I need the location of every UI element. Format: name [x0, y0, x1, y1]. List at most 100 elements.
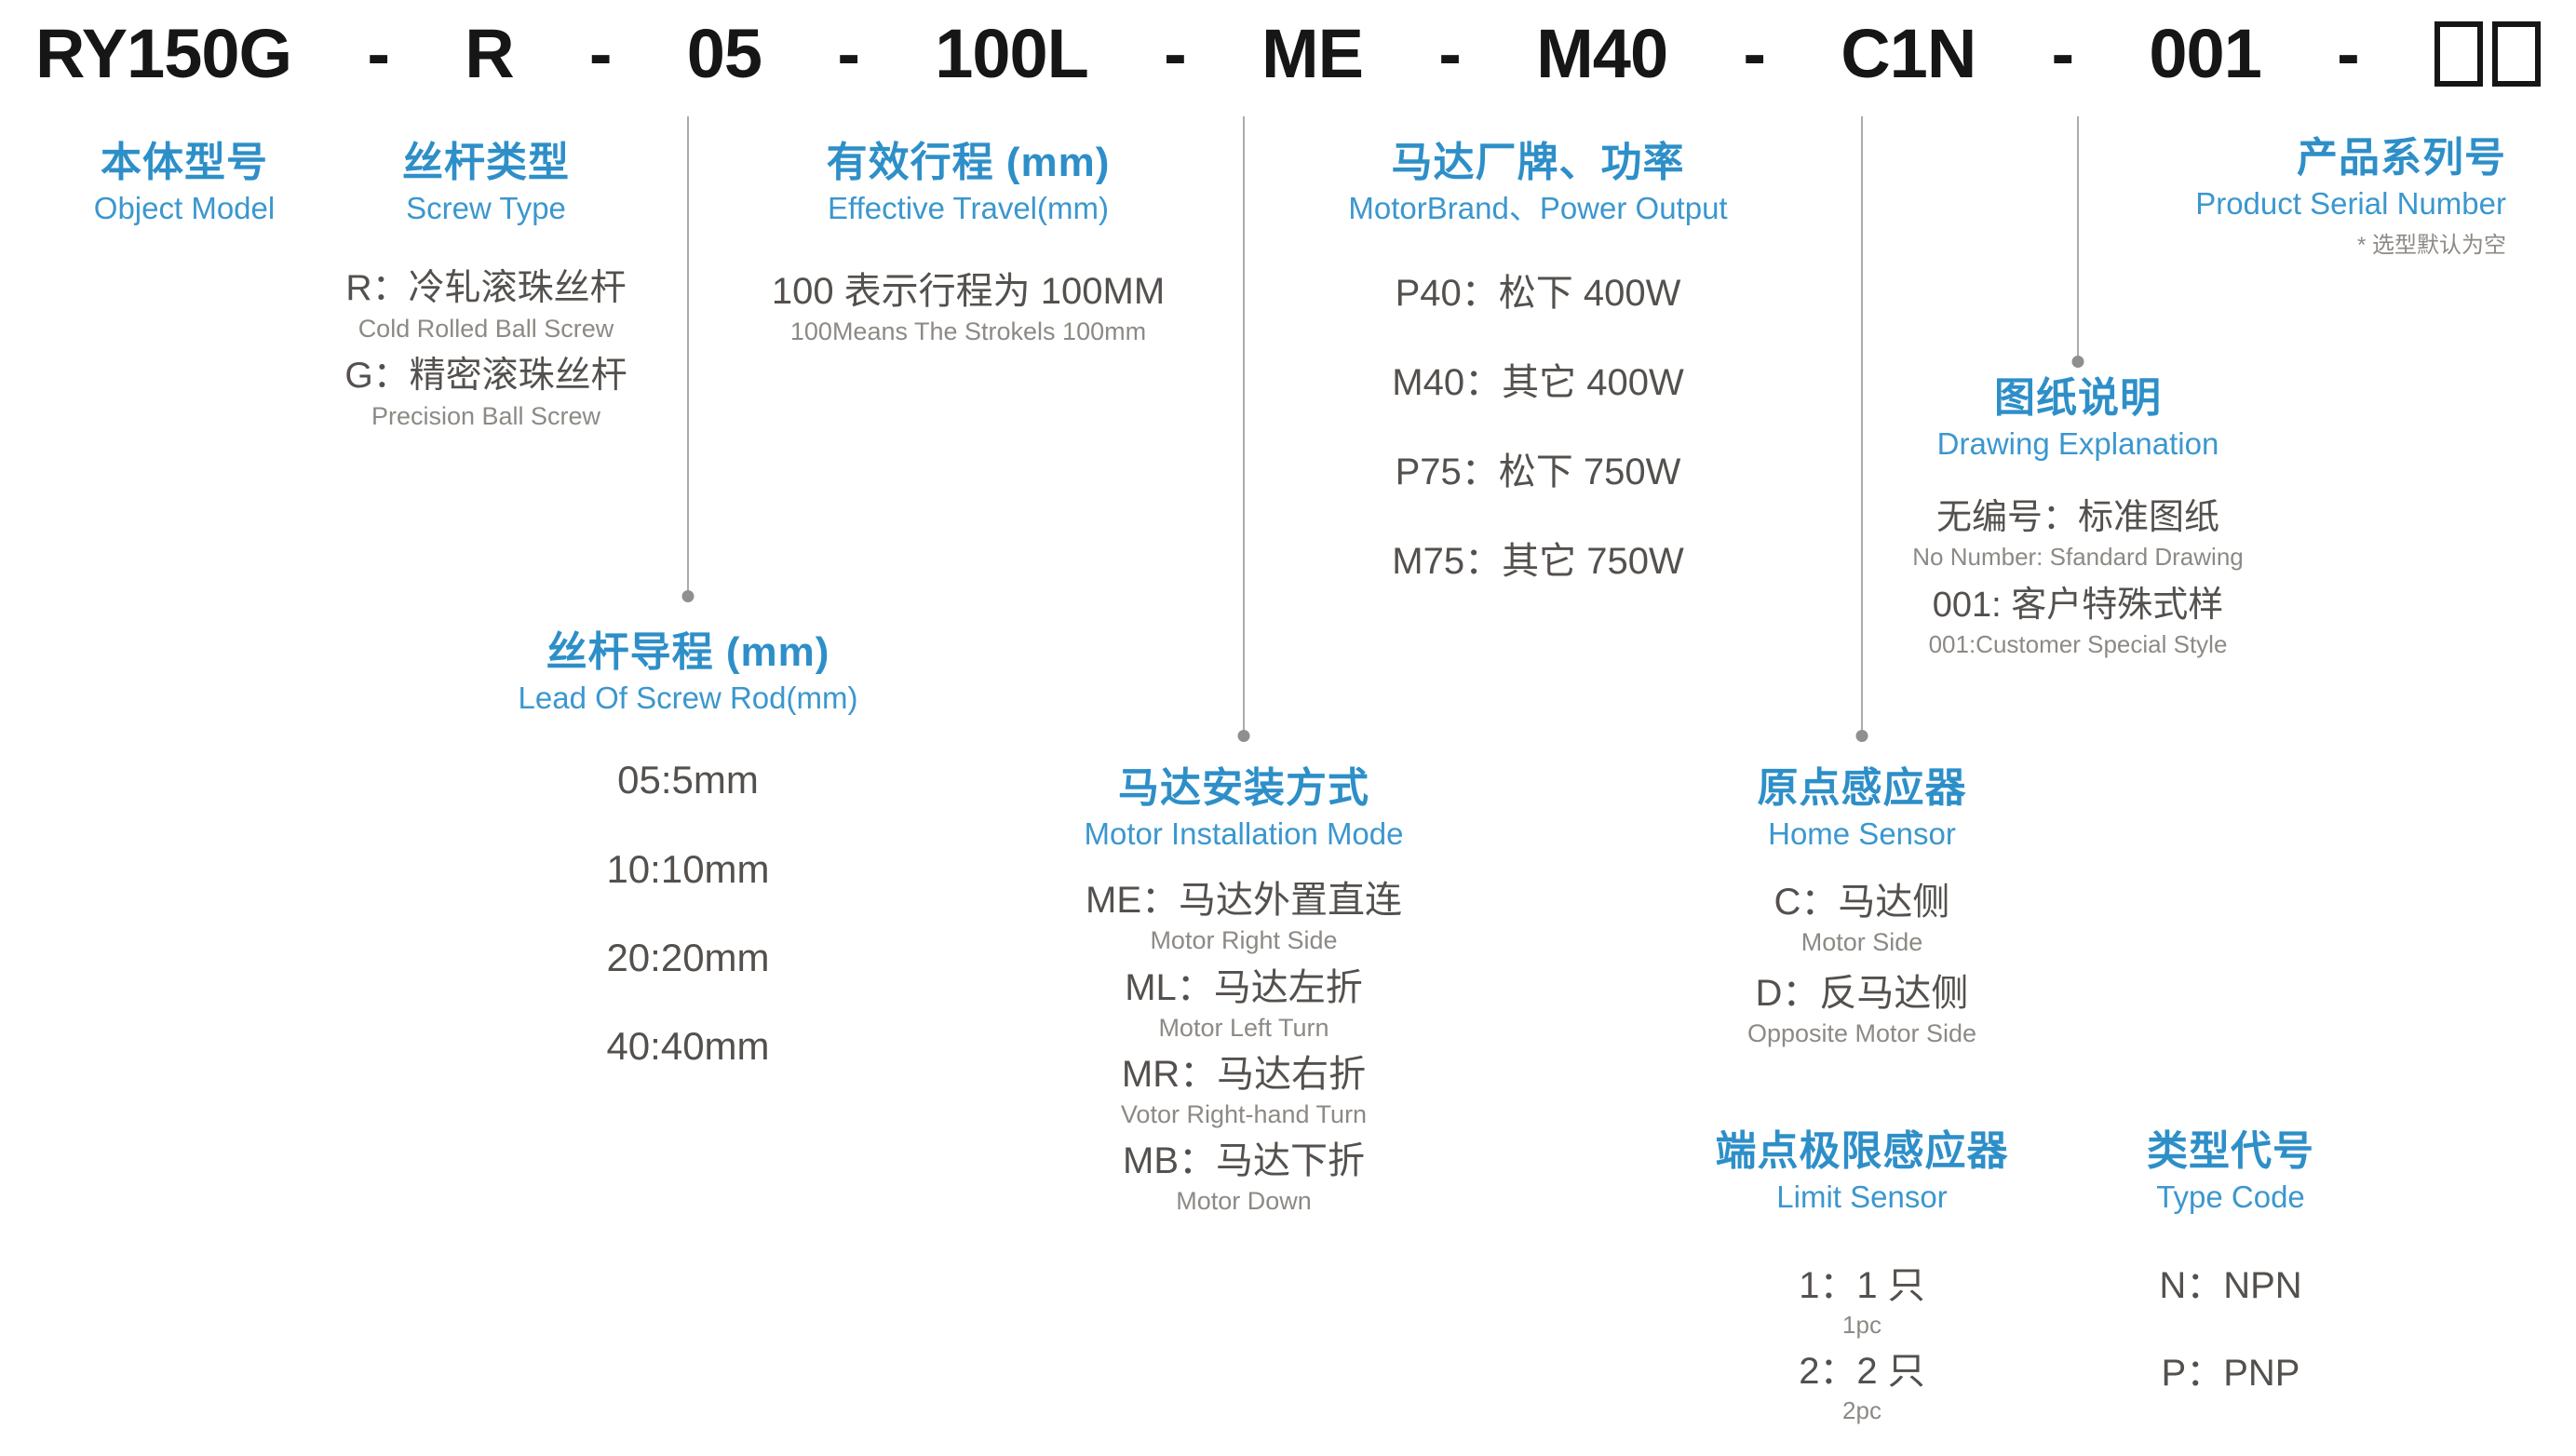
connector-line-drawing	[2077, 116, 2079, 357]
option-list: 05:5mm 10:10mm 20:20mm 40:40mm	[519, 757, 858, 1071]
option-list: 100 表示行程为 100MM 100Means The Strokels 10…	[772, 269, 1165, 346]
option-translation: Opposite Motor Side	[1747, 1018, 1977, 1047]
model-code-segment-screw-type: R	[465, 15, 514, 92]
model-code-segment-sensors: C1N	[1841, 15, 1976, 92]
option-translation: 100Means The Strokels 100mm	[789, 317, 1147, 346]
model-code-segment-drawing: 001	[2149, 15, 2261, 92]
section-title-en: Drawing Explanation	[1936, 425, 2219, 461]
section-title-zh: 端点极限感应器	[1715, 1128, 2009, 1174]
section-title-zh: 丝杆导程 (mm)	[546, 629, 830, 675]
default-empty-note: * 选型默认为空	[2356, 233, 2506, 259]
placeholder-box	[2491, 21, 2541, 88]
model-code-separator: -	[367, 15, 390, 92]
option-list: ME：马达外置直连 Motor Right Side ML：马达左折 Motor…	[1084, 878, 1403, 1217]
section-title-en: Limit Sensor	[1776, 1179, 1948, 1214]
option-translation: Cold Rolled Ball Screw	[357, 314, 614, 343]
option-code: N：NPN	[2159, 1265, 2302, 1307]
option-code: G：精密滚珠丝杆	[344, 356, 627, 397]
option-list: R：冷轧滚珠丝杆 Cold Rolled Ball Screw G：精密滚珠丝杆…	[344, 267, 627, 431]
option-translation: 1pc	[1842, 1311, 1881, 1340]
section-type-code: 类型代号 Type Code N：NPN P：PNP	[2147, 1128, 2314, 1395]
option-code: ME：马达外置直连	[1085, 880, 1402, 922]
option-code: 1：1 只	[1799, 1265, 1925, 1307]
section-title-en: Screw Type	[406, 190, 566, 225]
model-code-title: RY150G - R - 05 - 100L - ME - M40 - C1N …	[35, 11, 2541, 98]
option-translation: Motor Side	[1801, 928, 1923, 957]
section-title-zh: 马达安装方式	[1117, 765, 1369, 811]
model-code-separator: -	[837, 15, 860, 92]
model-code-separator: -	[1164, 15, 1187, 92]
option-code: 100 表示行程为 100MM	[771, 271, 1166, 313]
option-code: MR：马达右折	[1121, 1053, 1367, 1095]
option-code: 40:40mm	[606, 1024, 770, 1069]
option-code: 10:10mm	[606, 846, 770, 891]
option-translation: Motor Left Turn	[1158, 1013, 1329, 1042]
section-limit-sensor: 端点极限感应器 Limit Sensor 1：1 只 1pc 2：2 只 2pc	[1716, 1128, 2009, 1426]
section-title-en: Home Sensor	[1768, 816, 1956, 851]
option-code: 001: 客户特殊式样	[1932, 585, 2224, 625]
option-code: C：马达侧	[1774, 882, 1950, 923]
option-code: R：冷轧滚珠丝杆	[345, 268, 627, 309]
section-motor-installation: 马达安装方式 Motor Installation Mode ME：马达外置直连…	[1084, 765, 1403, 1217]
option-code: 无编号：标准图纸	[1935, 498, 2219, 538]
model-code-separator: -	[1743, 15, 1766, 92]
option-list: C：马达侧 Motor Side D：反马达侧 Opposite Motor S…	[1747, 880, 1976, 1048]
section-title-zh: 原点感应器	[1757, 765, 1967, 811]
model-code-segment-travel: 100L	[935, 15, 1089, 92]
model-code-separator: -	[1438, 15, 1462, 92]
option-list: 1：1 只 1pc 2：2 只 2pc	[1716, 1263, 2009, 1425]
option-translation: 2pc	[1842, 1396, 1881, 1425]
section-motor-brand: 马达厂牌、功率 MotorBrand、Power Output P40：松下 4…	[1348, 140, 1727, 628]
section-title-zh: 图纸说明	[1994, 375, 2162, 421]
model-code-separator: -	[2337, 15, 2360, 92]
option-code: 20:20mm	[606, 935, 770, 979]
model-code-segment-lead: 05	[686, 15, 762, 92]
option-translation: Motor Right Side	[1150, 926, 1338, 955]
option-code: P：PNP	[2161, 1353, 2300, 1395]
section-title-en: Lead Of Screw Rod(mm)	[518, 680, 858, 715]
model-code-segment-installation: ME	[1261, 15, 1364, 92]
connector-line-installation	[1243, 116, 1245, 731]
section-title-en: MotorBrand、Power Output	[1348, 190, 1728, 225]
serial-placeholder-boxes	[2434, 21, 2541, 88]
option-code: ML：马达左折	[1125, 966, 1363, 1008]
option-translation: Precision Ball Screw	[371, 402, 601, 431]
option-translation: Votor Right-hand Turn	[1120, 1099, 1368, 1128]
option-code: 2：2 只	[1799, 1351, 1925, 1393]
option-code: P75：松下 750W	[1395, 452, 1681, 493]
option-code: M75：其它 750W	[1392, 541, 1684, 583]
section-product-serial: 产品系列号 Product Serial Number * 选型默认为空	[2195, 135, 2506, 260]
section-drawing-explanation: 图纸说明 Drawing Explanation 无编号：标准图纸 No Num…	[1912, 375, 2244, 659]
option-list: 无编号：标准图纸 No Number: Sfandard Drawing 001…	[1912, 497, 2244, 659]
section-title-en: Object Model	[93, 190, 276, 225]
option-translation: 001:Customer Special Style	[1928, 629, 2228, 658]
option-list: P40：松下 400W M40：其它 400W P75：松下 750W M75：…	[1348, 271, 1727, 584]
option-code: 05:5mm	[617, 758, 759, 802]
option-code: MB：马达下折	[1122, 1140, 1365, 1182]
connector-line-lead	[687, 116, 689, 591]
option-code: M40：其它 400W	[1392, 362, 1684, 404]
section-title-en: Type Code	[2156, 1179, 2305, 1214]
section-screw-lead: 丝杆导程 (mm) Lead Of Screw Rod(mm) 05:5mm 1…	[519, 629, 858, 1112]
option-translation: No Number: Sfandard Drawing	[1912, 542, 2244, 571]
section-screw-type: 丝杆类型 Screw Type R：冷轧滚珠丝杆 Cold Rolled Bal…	[344, 140, 627, 432]
section-home-sensor: 原点感应器 Home Sensor C：马达侧 Motor Side D：反马达…	[1747, 765, 1976, 1048]
placeholder-box	[2434, 21, 2483, 88]
connector-line-home-sensor	[1861, 116, 1863, 731]
section-title-zh: 马达厂牌、功率	[1391, 140, 1685, 185]
section-effective-travel: 有效行程 (mm) Effective Travel(mm) 100 表示行程为…	[772, 140, 1165, 347]
option-code: P40：松下 400W	[1395, 273, 1681, 315]
section-title-zh: 有效行程 (mm)	[826, 140, 1111, 185]
section-title-zh: 丝杆类型	[402, 140, 570, 185]
section-title-en: Motor Installation Mode	[1084, 816, 1404, 851]
section-title-zh: 类型代号	[2147, 1128, 2314, 1174]
section-title-zh: 产品系列号	[2297, 135, 2506, 181]
model-code-separator: -	[588, 15, 613, 92]
model-code-separator: -	[2051, 15, 2075, 92]
model-code-segment-motor: M40	[1536, 15, 1668, 92]
section-title-en: Effective Travel(mm)	[828, 190, 1109, 225]
section-title-en: Product Serial Number	[2195, 185, 2506, 221]
model-code-segment-body: RY150G	[35, 15, 292, 92]
option-list: N：NPN P：PNP	[2147, 1263, 2314, 1395]
